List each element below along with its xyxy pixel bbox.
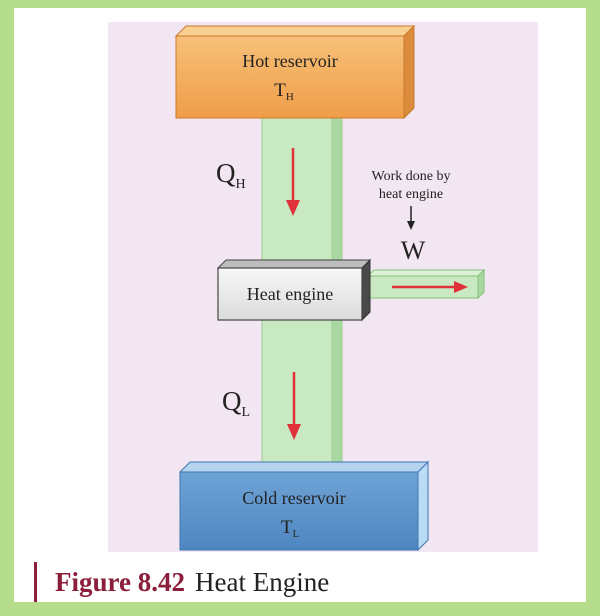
work-note-arrow — [407, 206, 415, 230]
work-note-line1: Work done by — [372, 169, 451, 184]
heat-in-arrow — [286, 148, 300, 216]
heat-out-arrow — [287, 372, 301, 440]
hot-reservoir: Hot reservoir TH — [174, 24, 416, 120]
heat-in-label: QH — [216, 158, 246, 192]
work-label: W — [401, 236, 426, 265]
cold-reservoir: Cold reservoir TL — [178, 460, 430, 552]
heat-engine-label: Heat engine — [247, 284, 333, 304]
heat-engine-diagram: Hot reservoir TH QH Work done by heat en… — [108, 22, 538, 552]
work-output-arrow — [392, 281, 468, 293]
figure-number: Figure 8.42 — [55, 566, 185, 597]
cold-reservoir-temp: TL — [281, 517, 300, 540]
work-output-bar — [366, 268, 486, 300]
cold-reservoir-label: Cold reservoir — [242, 488, 345, 508]
heat-out-label: QL — [222, 386, 250, 420]
figure-caption: Figure 8.42 Heat Engine — [34, 562, 575, 602]
heat-engine-block: Heat engine — [216, 258, 372, 322]
hot-reservoir-label: Hot reservoir — [242, 51, 337, 71]
hot-reservoir-temp: TH — [274, 80, 294, 103]
figure-title: Heat Engine — [195, 566, 330, 597]
work-note-line2: heat engine — [379, 187, 443, 202]
